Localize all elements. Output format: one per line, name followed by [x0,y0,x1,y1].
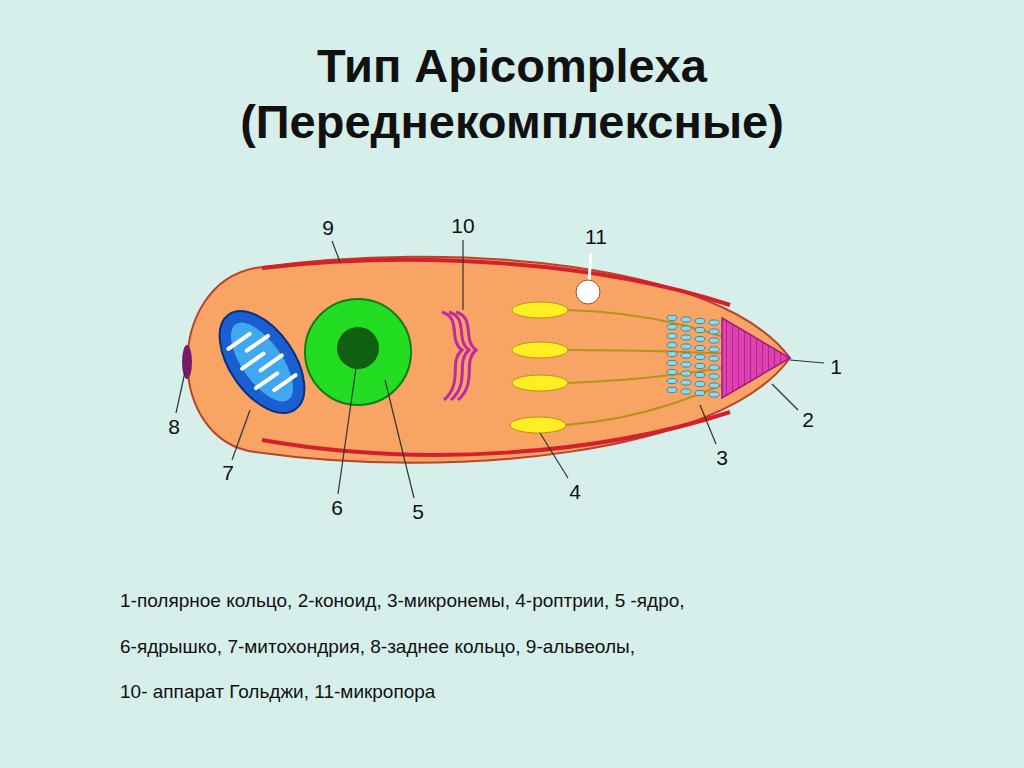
microneme [681,326,691,331]
microneme [681,380,691,385]
nucleus [305,299,411,405]
microneme [695,354,705,359]
callout-number: 11 [585,225,607,249]
microneme [667,378,677,383]
microneme [681,362,691,367]
golgi [442,312,476,400]
micronemes [667,315,719,397]
callout-number: 5 [412,500,424,524]
microneme [667,369,677,374]
callout-number: 8 [168,415,180,439]
legend-line: 6-ядрышко, 7-митохондрия, 8-заднее кольц… [120,636,635,658]
callout-number: 6 [331,496,343,520]
microneme [667,360,677,365]
microneme [667,387,677,392]
microneme [695,318,705,323]
cell-body [188,257,791,463]
microneme [695,363,705,368]
leader-lines [176,240,824,498]
callout-number: 9 [322,216,334,240]
microneme [709,383,719,388]
mitochondrion [203,296,322,428]
legend-line: 1-полярное кольцо, 2-коноид, 3-микронемы… [120,590,685,612]
callout-number: 10 [451,214,474,238]
microneme [681,371,691,376]
microneme [681,353,691,358]
microneme [667,315,677,320]
microneme [695,372,705,377]
microneme [695,327,705,332]
microneme [667,342,677,347]
microneme [667,351,677,356]
microneme [709,347,719,352]
callout-number: 2 [802,408,814,432]
callout-number: 3 [716,446,728,470]
nucleolus [337,327,379,369]
microneme [681,344,691,349]
microneme [709,392,719,397]
micropore [576,253,600,304]
callout-number: 1 [830,355,842,379]
microneme [681,389,691,394]
microneme [695,390,705,395]
microneme [709,320,719,325]
microneme [709,338,719,343]
title: Тип Apicomplexa (Переднекомплексные) [202,38,822,150]
microneme [667,324,677,329]
microneme [709,374,719,379]
microneme [695,345,705,350]
callout-number: 4 [569,480,581,504]
rhoptries [510,302,568,433]
alveoli [262,412,730,455]
microneme [709,365,719,370]
callout-number: 7 [222,461,234,485]
microneme [667,333,677,338]
legend-line: 10- аппарат Гольджи, 11-микропора [120,681,435,703]
microneme [681,317,691,322]
microneme [709,356,719,361]
conoid [722,318,790,398]
microneme [695,336,705,341]
alveoli [262,260,730,305]
microneme [709,329,719,334]
microneme [681,335,691,340]
microneme [695,381,705,386]
posterior-ring [182,345,192,379]
